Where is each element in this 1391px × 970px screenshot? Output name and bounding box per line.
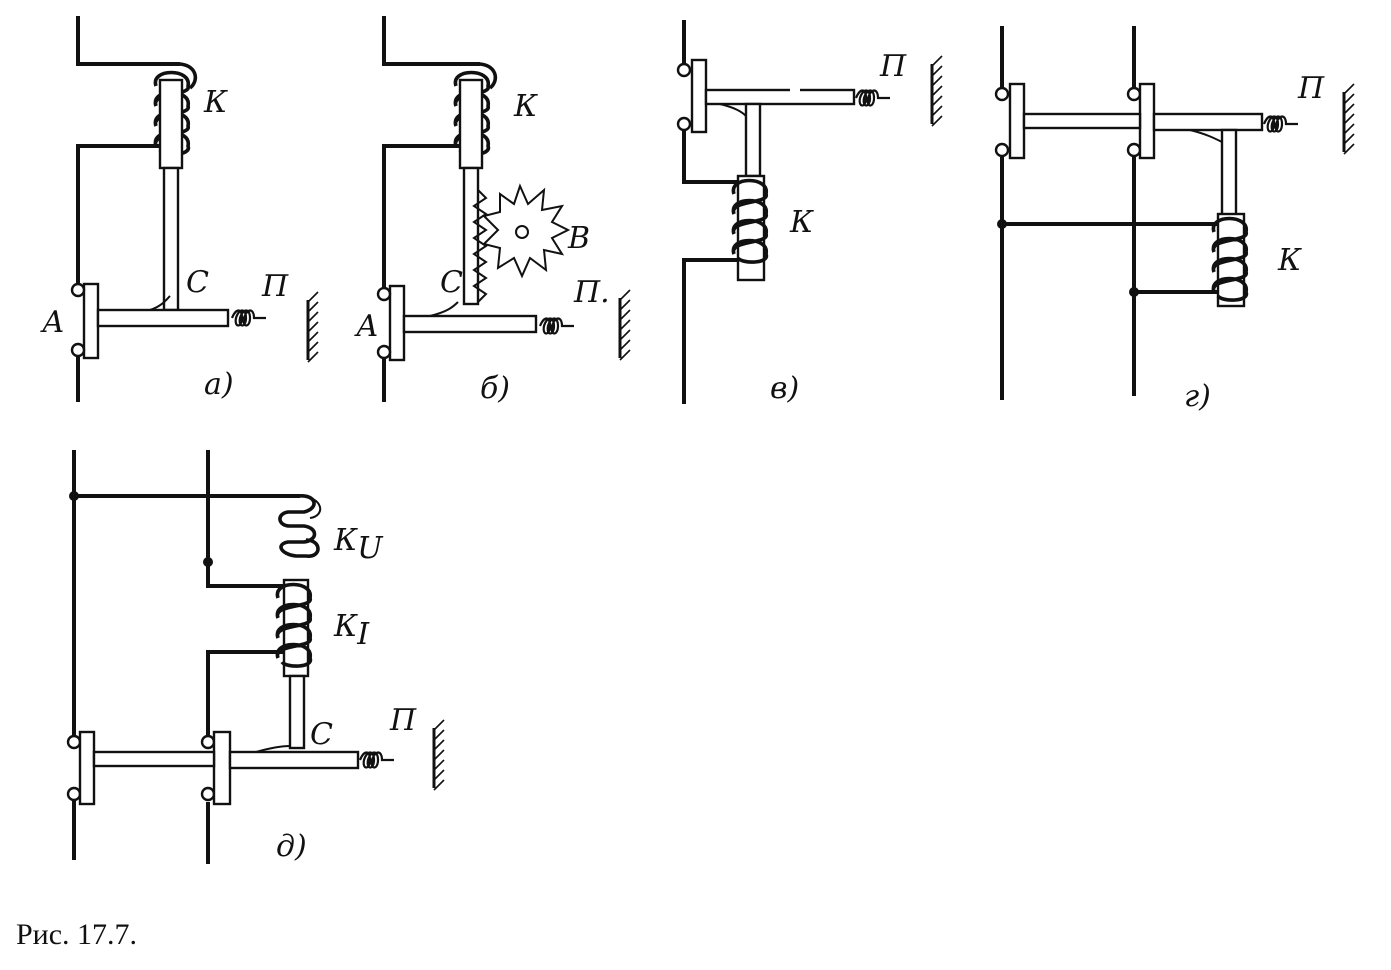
label-c: С	[186, 265, 209, 300]
label-k: К	[789, 205, 814, 240]
label-p: П	[389, 703, 417, 738]
subfigure-d: КU КI С П д)	[66, 450, 446, 864]
subfigure-b: К В А С П. б)	[354, 16, 632, 406]
label-k: К	[1277, 243, 1302, 278]
label-k: К	[513, 89, 538, 124]
subfigure-label-d: д)	[276, 829, 307, 864]
label-b: В	[567, 221, 590, 256]
label-ki-sub: I	[356, 617, 370, 652]
label-a: А	[354, 309, 379, 344]
label-ku-main: К	[333, 523, 358, 558]
label-p: П	[879, 49, 907, 84]
label-a: А	[40, 305, 65, 340]
label-p: П.	[573, 275, 610, 310]
label-ku-sub: U	[357, 531, 384, 566]
label-ki: КI	[333, 609, 370, 652]
subfigure-label-g: г)	[1184, 379, 1211, 414]
label-c: С	[310, 717, 333, 752]
label-k: К	[203, 85, 228, 120]
subfigure-label-b: б)	[480, 371, 510, 406]
subfigure-a: К А С П а)	[40, 16, 320, 402]
subfigure-label-a: а)	[204, 367, 234, 402]
subfigure-g: К П г)	[994, 26, 1356, 414]
label-p: П	[1297, 71, 1325, 106]
label-c: С	[440, 265, 463, 300]
label-ku: КU	[333, 523, 384, 566]
label-ki-main: К	[333, 609, 358, 644]
subfigure-v: К П в)	[676, 20, 944, 406]
figure-caption: Рис. 17.7.	[16, 918, 138, 951]
subfigure-label-v: в)	[770, 371, 799, 406]
label-p: П	[261, 269, 289, 304]
